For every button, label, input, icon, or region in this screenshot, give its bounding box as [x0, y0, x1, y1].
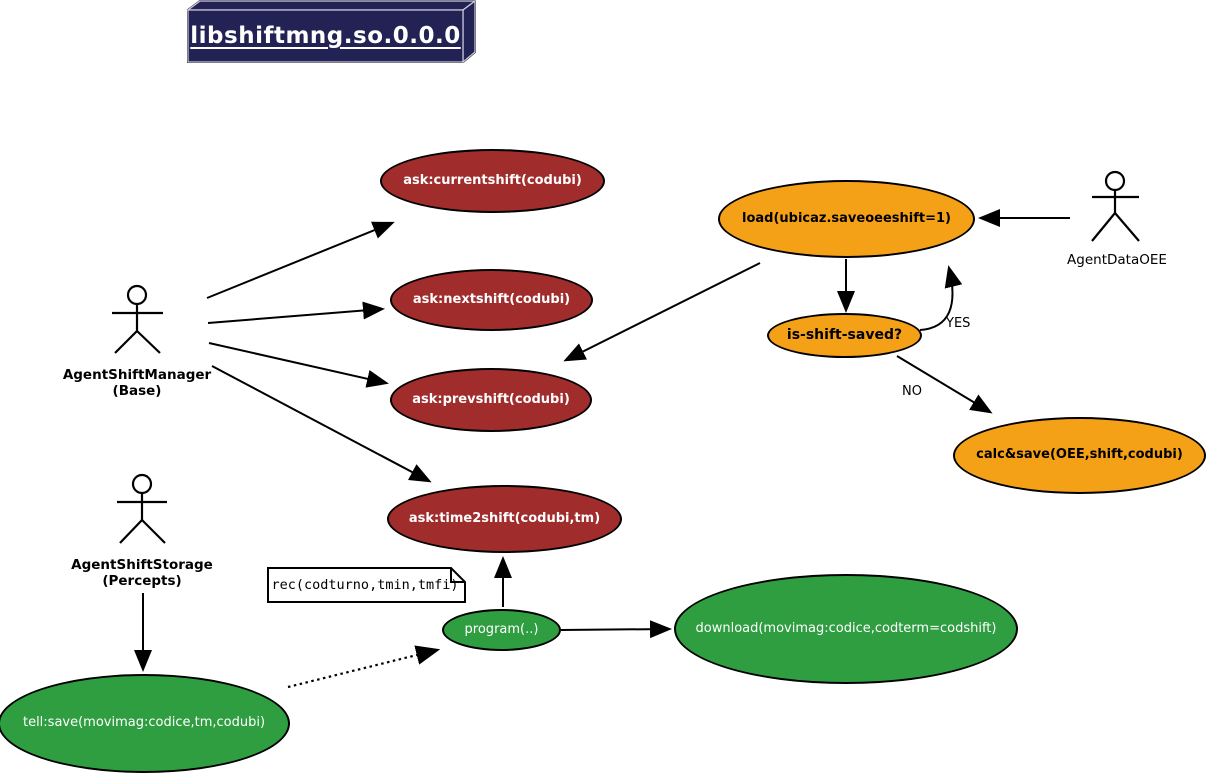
edge-program-download — [560, 620, 672, 639]
edge-tellsave-program-dotted — [287, 645, 441, 689]
usecase-label: ask:time2shift(codubi,tm) — [408, 510, 601, 526]
actor-subname: (Base) — [112, 383, 162, 400]
usecase-download: download(movimag:codice,codterm=codshift… — [674, 574, 1018, 684]
actor-figure-storage — [117, 473, 167, 544]
usecase-label: load(ubicaz.saveoeeshift=1) — [742, 210, 951, 226]
usecase-ask-currentshift: ask:currentshift(codubi) — [380, 149, 605, 213]
usecase-label: ask:nextshift(codubi) — [412, 291, 571, 307]
actor-label-manager: AgentShiftManager (Base) — [37, 367, 237, 399]
edge-label-yes: YES — [946, 316, 971, 331]
usecase-tell-save: tell:save(movimag:codice,tm,codubi) — [0, 674, 290, 773]
usecase-label: ask:currentshift(codubi) — [403, 172, 582, 188]
edge-manager-prevshift — [208, 342, 389, 388]
usecase-label: is-shift-saved? — [786, 327, 903, 344]
usecase-label: ask:prevshift(codubi) — [412, 391, 570, 407]
usecase-calc-save: calc&save(OEE,shift,codubi) — [953, 417, 1206, 494]
edge-manager-time2shift — [211, 365, 432, 483]
edge-isshiftsaved-yes-load — [919, 265, 963, 331]
edge-load-prevshift — [563, 262, 761, 362]
actor-figure-dataoee — [1091, 170, 1140, 242]
actor-name: AgentShiftManager — [62, 367, 212, 383]
note-shape — [267, 567, 466, 603]
edge-isshiftsaved-no-calcsave — [896, 355, 993, 414]
note-text: rec(codturno,tmin,tmfi) — [271, 577, 459, 593]
actor-name: AgentDataOEE — [1067, 252, 1167, 268]
edge-manager-nextshift — [207, 301, 385, 324]
edge-manager-currentshift — [206, 221, 395, 299]
actor-label-storage: AgentShiftStorage (Percepts) — [42, 557, 242, 589]
usecase-ask-nextshift: ask:nextshift(codubi) — [390, 269, 593, 331]
usecase-is-shift-saved: is-shift-saved? — [767, 313, 922, 358]
actor-subname: (Percepts) — [102, 573, 182, 590]
usecase-ask-time2shift: ask:time2shift(codubi,tm) — [387, 485, 622, 553]
usecase-load-saveoeeshift: load(ubicaz.saveoeeshift=1) — [718, 180, 975, 258]
usecase-program: program(..) — [442, 609, 561, 651]
package-box — [186, 0, 477, 64]
actor-label-dataoee: AgentDataOEE — [1022, 252, 1208, 268]
usecase-label: tell:save(movimag:codice,tm,codubi) — [22, 715, 266, 731]
usecase-label: program(..) — [464, 621, 539, 637]
actor-name: AgentShiftStorage — [71, 557, 213, 573]
usecase-label: download(movimag:codice,codterm=codshift… — [695, 620, 997, 636]
usecase-label: calc&save(OEE,shift,codubi) — [976, 447, 1183, 463]
package-title: libshiftmng.so.0.0.0 — [190, 23, 461, 49]
actor-figure-manager — [112, 284, 163, 354]
usecase-ask-prevshift: ask:prevshift(codubi) — [390, 368, 592, 432]
edge-label-no: NO — [902, 384, 922, 399]
